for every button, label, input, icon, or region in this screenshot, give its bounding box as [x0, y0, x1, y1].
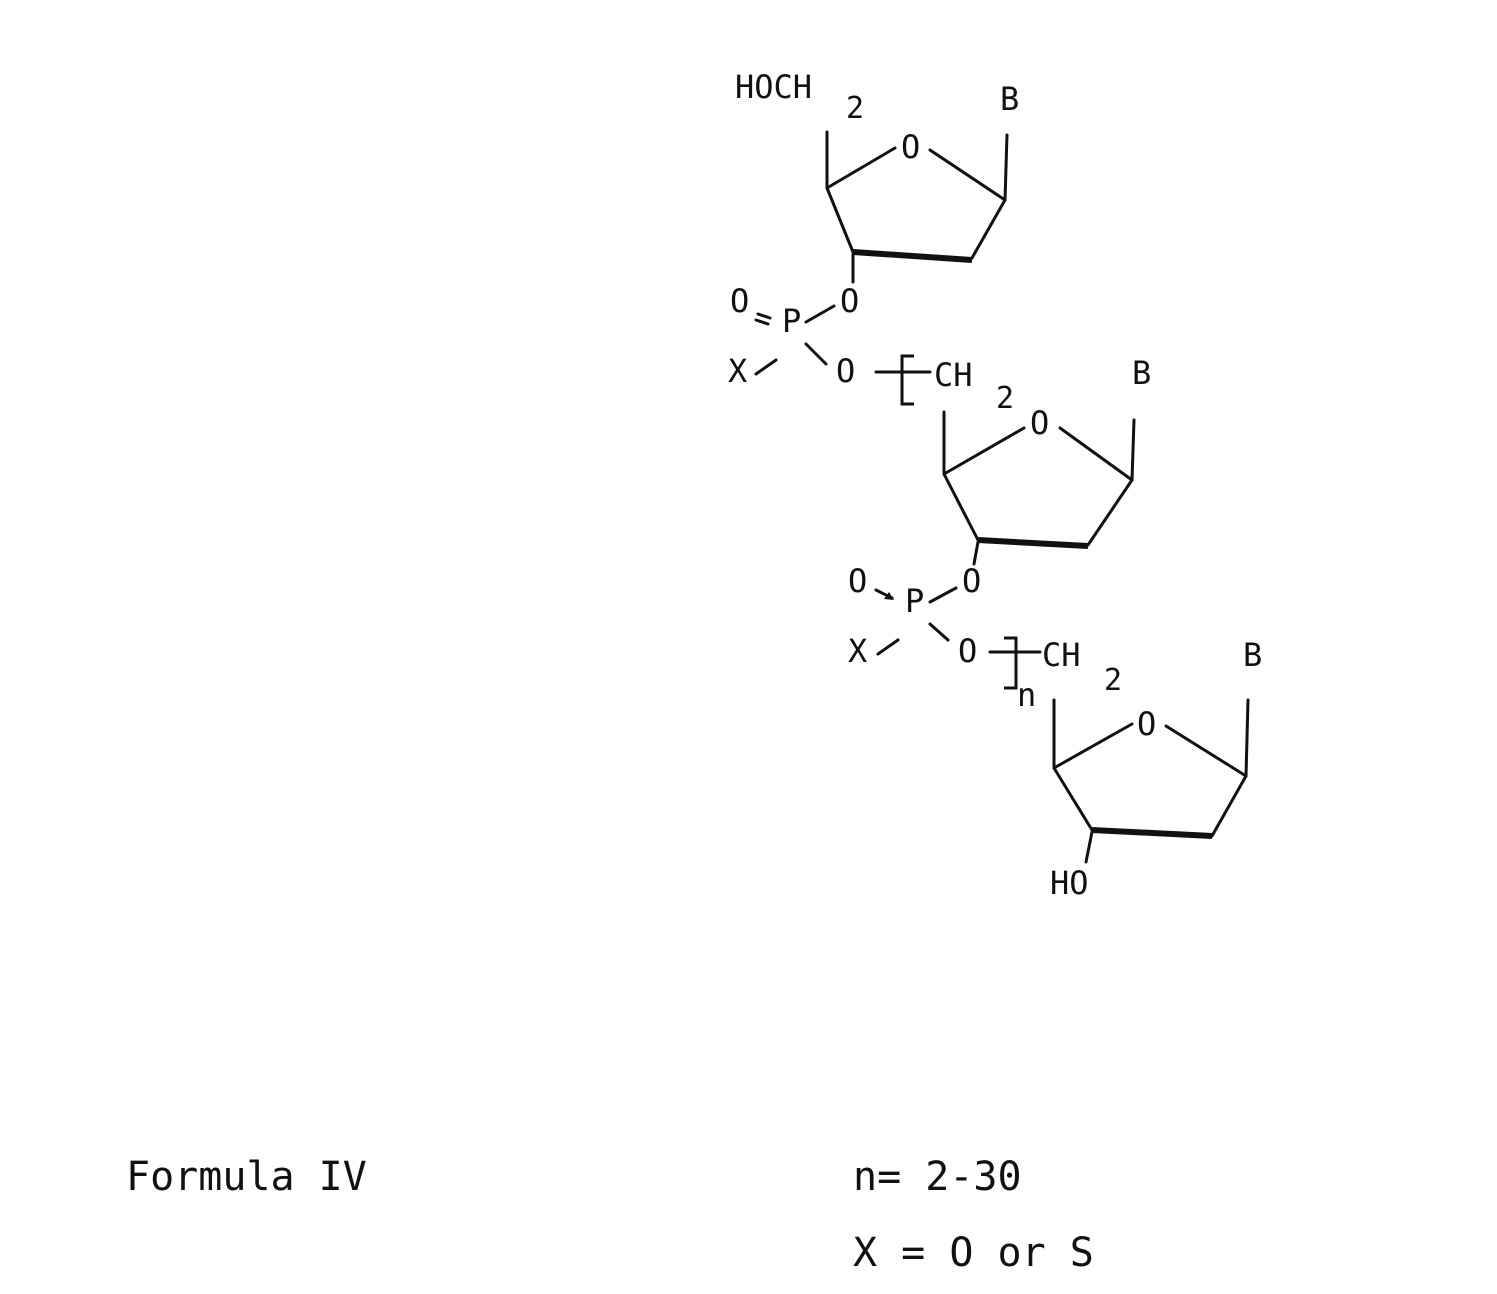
phosphate-2-p: P	[905, 582, 924, 620]
residue-1-hoch2-subscript: 2	[846, 91, 864, 126]
residue-2-c1-c2-bond	[1088, 480, 1132, 545]
residue-1-c3-c4-bond	[827, 188, 853, 252]
phosphate-2: O P X O n	[848, 562, 1040, 714]
residue-2-base: B	[1132, 354, 1151, 392]
residue-2-o3-oxygen: O	[962, 562, 981, 600]
residue-3-c3-oh-bond	[1086, 832, 1092, 862]
residue-2-c2-c3-bond	[978, 540, 1088, 546]
residue-1-c1-c2-bond	[972, 200, 1005, 258]
residue-1-hoch2-label: HOCH	[735, 68, 812, 106]
phosphate-1-p-o5-bond	[806, 344, 826, 364]
residue-2-ch2-subscript: 2	[996, 381, 1014, 416]
residue-1-o-c1-bond	[930, 150, 1005, 200]
residue-3-c3-c4-bond	[1054, 768, 1092, 830]
repeat-bracket-close	[1004, 638, 1016, 688]
residue-1-ring-oxygen: O	[901, 128, 920, 166]
residue-3-c4-o-bond	[1054, 724, 1132, 768]
repeat-bracket-open	[902, 356, 914, 404]
phosphate-2-x: X	[848, 632, 867, 670]
residue-3-ch2-subscript: 2	[1104, 663, 1122, 698]
phosphate-2-o5-oxygen: O	[958, 632, 977, 670]
n-range-definition: n= 2-30	[853, 1154, 1022, 1200]
formula-label: Formula IV	[126, 1154, 367, 1200]
residue-2-ring-oxygen: O	[1030, 404, 1049, 442]
residue-2-ch2-label: CH	[934, 356, 973, 394]
phosphate-1-p: P	[782, 302, 801, 340]
residue-3-ring-oxygen: O	[1137, 705, 1156, 743]
phosphate-1-double-bond-b	[756, 320, 768, 324]
phosphate-1-double-bond-a	[758, 314, 770, 318]
phosphate-1: O P X O	[728, 282, 930, 404]
repeat-index-n: n	[1017, 676, 1036, 714]
residue-2-o-c1-bond	[1060, 428, 1132, 480]
phosphate-1-x: X	[728, 352, 747, 390]
residue-1-c4-o-bond	[827, 148, 895, 188]
residue-1-base: B	[1000, 80, 1019, 118]
residue-2-base-bond	[1132, 420, 1134, 480]
phosphate-1-o-double: O	[730, 282, 749, 320]
residue-3-base: B	[1243, 636, 1262, 674]
residue-3-o-c1-bond	[1166, 726, 1246, 776]
residue-2-c3-c4-bond	[944, 474, 978, 540]
x-definition: X = O or S	[853, 1230, 1094, 1276]
residue-3-base-bond	[1246, 700, 1248, 776]
residue-2-c4-o-bond	[944, 428, 1024, 474]
residue-2: CH 2 O B O	[934, 354, 1151, 600]
residue-1-o3-oxygen: O	[840, 282, 859, 320]
residue-1-c2-c3-bond	[853, 252, 972, 260]
phosphate-2-p-x-bond	[878, 640, 898, 654]
residue-3-ho-label: HO	[1050, 864, 1089, 902]
residue-1-base-bond	[1005, 135, 1007, 200]
phosphate-1-p-x-bond	[756, 360, 776, 374]
caption: Formula IV n= 2-30 X = O or S	[126, 1154, 1094, 1276]
residue-3-c2-c3-bond	[1092, 830, 1212, 836]
phosphate-1-o5-oxygen: O	[836, 352, 855, 390]
residue-3-c1-c2-bond	[1212, 776, 1246, 836]
phosphate-2-o-double: O	[848, 562, 867, 600]
residue-3: CH 2 O B HO	[1042, 636, 1262, 902]
residue-2-c3-o3-bond	[974, 542, 978, 564]
phosphate-2-p-o5-bond	[930, 624, 948, 640]
residue-1: HOCH 2 O B O	[735, 68, 1019, 320]
phosphate-2-p-o3-bond	[930, 588, 956, 602]
phosphate-1-p-o3-bond	[806, 306, 834, 322]
residue-3-ch2-label: CH	[1042, 636, 1081, 674]
